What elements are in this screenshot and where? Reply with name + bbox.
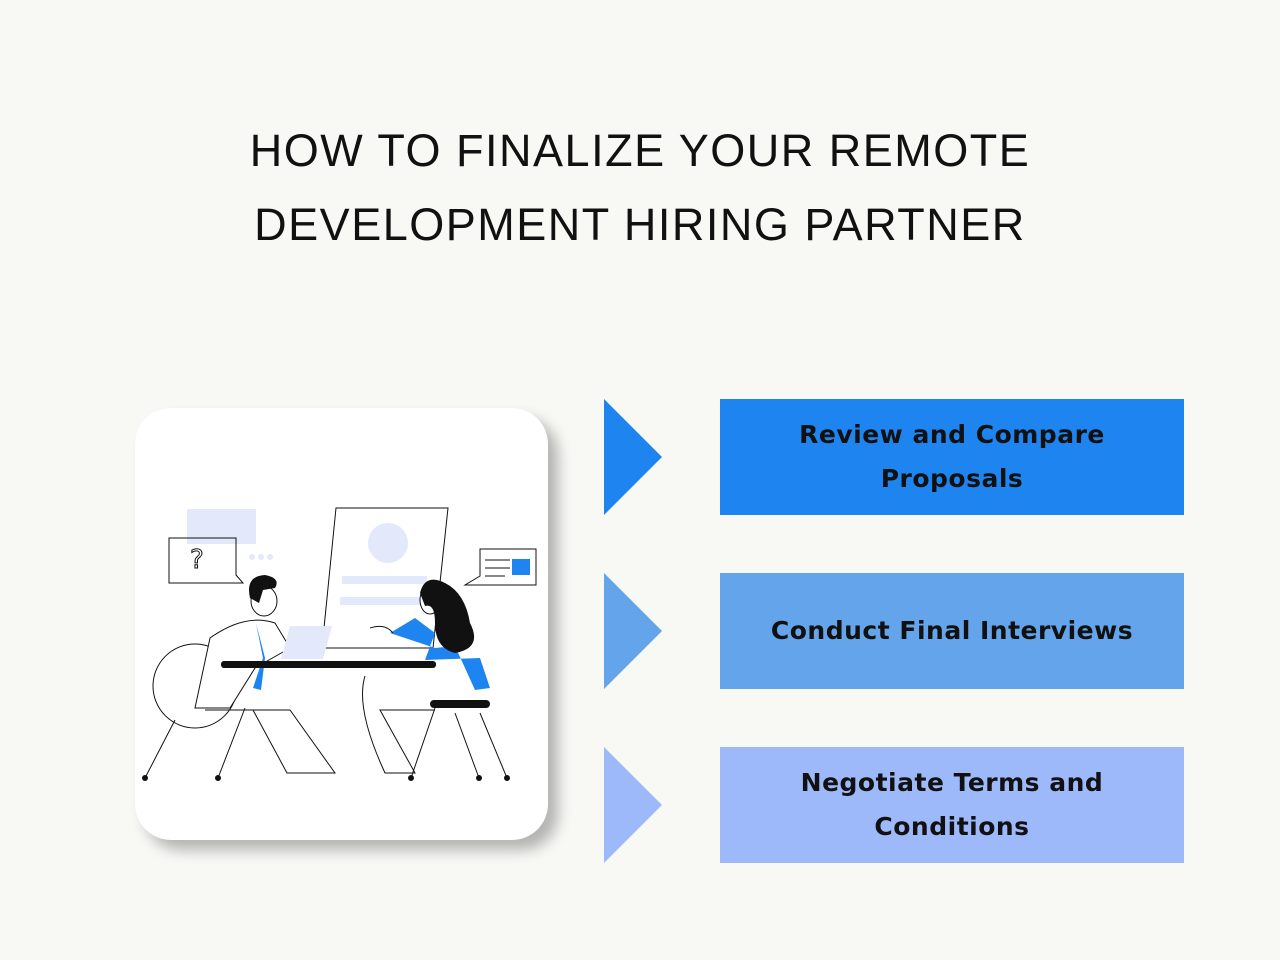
step-1-label: Review and Compare Proposals [799, 420, 1105, 493]
svg-text:?: ? [190, 545, 204, 575]
step-3-box: Negotiate Terms and Conditions [720, 747, 1184, 863]
step-1-box: Review and Compare Proposals [720, 399, 1184, 515]
step-2-box: Conduct Final Interviews [720, 573, 1184, 689]
step-2-label: Conduct Final Interviews [770, 616, 1134, 645]
page-title: HOW TO FINALIZE YOUR REMOTE DEVELOPMENT … [0, 114, 1280, 262]
step-3-label: Negotiate Terms and Conditions [800, 768, 1104, 841]
interview-meeting-illustration-icon: ? [142, 507, 537, 781]
step-2-arrow-icon [604, 573, 662, 689]
illustration-card: ? [135, 408, 548, 840]
step-1-arrow-icon [604, 399, 662, 515]
title-line-1: HOW TO FINALIZE YOUR REMOTE [249, 125, 1031, 177]
title-line-2: DEVELOPMENT HIRING PARTNER [254, 199, 1026, 251]
step-3-arrow-icon [604, 747, 662, 863]
